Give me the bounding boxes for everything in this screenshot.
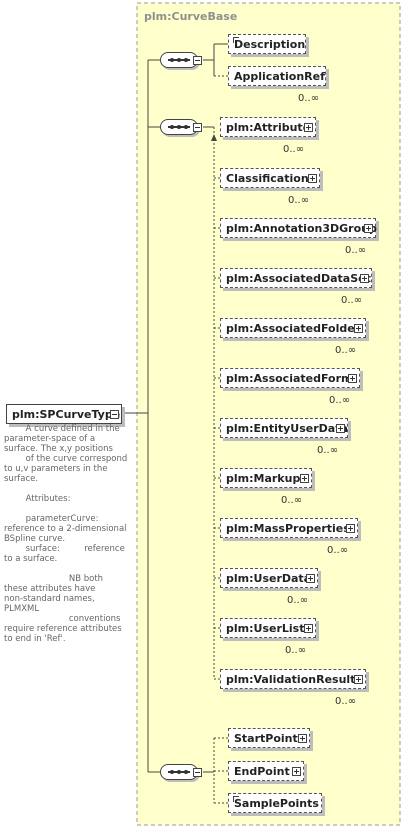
cardinality: 0..∞ — [335, 696, 357, 707]
element-endpoint[interactable]: EndPoint — [228, 761, 304, 781]
cardinality: 0..∞ — [283, 144, 305, 155]
expand-icon[interactable] — [364, 224, 373, 233]
cardinality: 0..∞ — [287, 595, 309, 606]
expand-icon[interactable] — [346, 524, 355, 533]
collapse-icon[interactable] — [110, 410, 119, 419]
element-plm-attribute[interactable]: plm:Attribute — [220, 117, 316, 137]
expand-icon[interactable] — [336, 424, 345, 433]
expand-icon[interactable] — [308, 174, 317, 183]
element-label: EndPoint — [234, 765, 290, 778]
expand-icon[interactable] — [354, 324, 363, 333]
element-label: plm:AssociatedFolder — [226, 322, 361, 335]
element-label: plm:AssociatedForm — [226, 372, 353, 385]
element-plm-validationresults[interactable]: plm:ValidationResults — [220, 669, 366, 689]
element-label: plm:UserList — [226, 622, 305, 635]
element-label: StartPoint — [234, 732, 298, 745]
collapse-icon[interactable] — [193, 56, 202, 65]
expand-icon[interactable] — [292, 767, 301, 776]
expand-icon[interactable] — [304, 624, 313, 633]
expand-icon[interactable] — [348, 374, 357, 383]
expand-icon[interactable] — [304, 123, 313, 132]
element-label: ApplicationRef — [234, 70, 325, 83]
element-label: plm:AssociatedDataSet — [226, 272, 371, 285]
cardinality: 0..∞ — [281, 495, 303, 506]
element-samplepoints[interactable]: SamplePoints — [228, 793, 322, 813]
cardinality: 0..∞ — [327, 545, 349, 556]
element-label: Classification — [226, 172, 309, 185]
cardinality: 0..∞ — [329, 395, 351, 406]
cardinality: 0..∞ — [288, 195, 310, 206]
documentation-note: A curve defined in the parameter-space o… — [4, 424, 128, 644]
sequence-3-compositor[interactable] — [160, 764, 202, 780]
element-label: plm:Attribute — [226, 121, 311, 134]
cardinality: 0..∞ — [335, 345, 357, 356]
element-plm-massproperties[interactable]: plm:MassProperties — [220, 518, 358, 538]
cardinality: 0..∞ — [317, 445, 339, 456]
documentation-icon — [233, 796, 239, 802]
collapse-icon[interactable] — [193, 123, 202, 132]
element-plm-associateddataset[interactable]: plm:AssociatedDataSet — [220, 268, 372, 288]
sequence-1-compositor[interactable] — [160, 52, 202, 68]
element-plm-associatedfolder[interactable]: plm:AssociatedFolder — [220, 318, 366, 338]
element-plm-annotation3dgroup[interactable]: plm:Annotation3DGroup — [220, 218, 377, 238]
root-element-label: plm:SPCurveType — [12, 408, 121, 421]
element-label: plm:ValidationResults — [226, 673, 362, 686]
collapse-icon[interactable] — [193, 768, 202, 777]
element-plm-markup[interactable]: plm:Markup — [220, 468, 312, 488]
expand-icon[interactable] — [306, 574, 315, 583]
cardinality: 0..∞ — [341, 295, 363, 306]
expand-icon[interactable] — [354, 675, 363, 684]
element-applicationref[interactable]: ApplicationRef — [228, 66, 326, 86]
expand-icon[interactable] — [360, 274, 369, 283]
element-description[interactable]: Description — [228, 34, 306, 54]
element-classification[interactable]: Classification — [220, 168, 320, 188]
element-plm-userdata[interactable]: plm:UserData — [220, 568, 318, 588]
group-title: plm:CurveBase — [144, 10, 238, 23]
element-label: plm:Markup — [226, 472, 301, 485]
sequence-icon — [168, 770, 190, 774]
root-element-box[interactable]: plm:SPCurveType — [6, 404, 122, 424]
element-label: plm:EntityUserData — [226, 422, 348, 435]
element-label: SamplePoints — [234, 797, 319, 810]
element-label: Description — [234, 38, 306, 51]
element-label: plm:MassProperties — [226, 522, 350, 535]
expand-icon[interactable] — [298, 734, 307, 743]
element-plm-associatedform[interactable]: plm:AssociatedForm — [220, 368, 360, 388]
cardinality: 0..∞ — [345, 245, 367, 256]
expand-icon[interactable] — [300, 474, 309, 483]
sequence-icon — [168, 125, 190, 129]
element-plm-entityuserdata[interactable]: plm:EntityUserData — [220, 418, 348, 438]
sequence-2-compositor[interactable] — [160, 119, 202, 135]
sequence-icon — [168, 58, 190, 62]
documentation-icon — [233, 37, 239, 43]
cardinality: 0..∞ — [298, 93, 320, 104]
cardinality: 0..∞ — [285, 645, 307, 656]
element-label: plm:UserData — [226, 572, 312, 585]
element-label: plm:Annotation3DGroup — [226, 222, 377, 235]
element-plm-userlist[interactable]: plm:UserList — [220, 618, 316, 638]
element-startpoint[interactable]: StartPoint — [228, 728, 310, 748]
